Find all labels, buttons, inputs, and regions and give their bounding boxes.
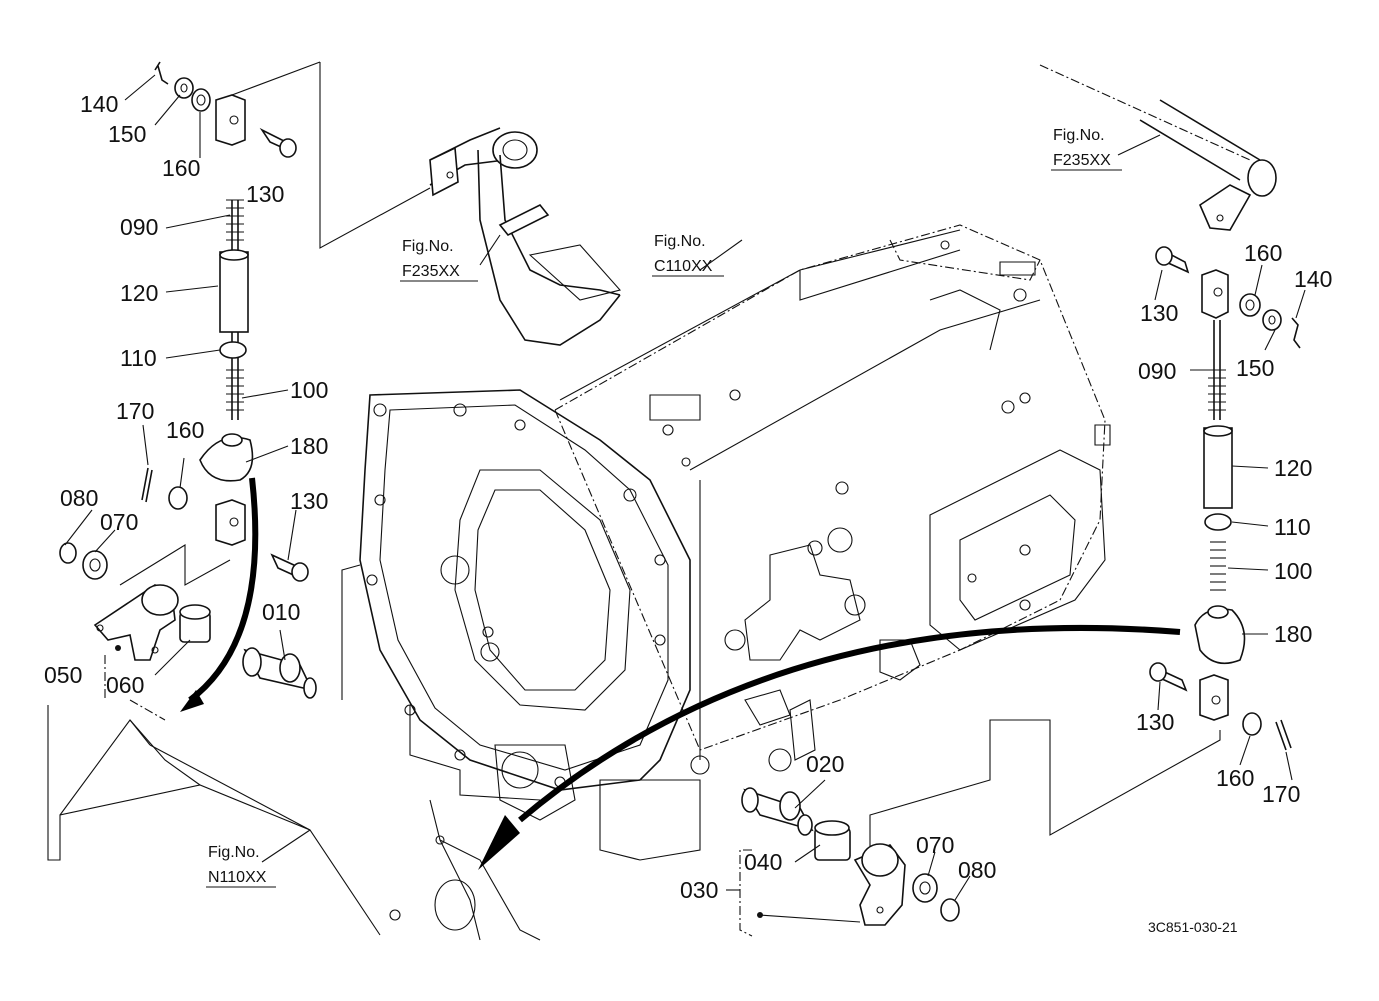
- part-label-100-right: 100: [1274, 558, 1312, 584]
- part-label-090-left: 090: [120, 214, 158, 240]
- fig-ref-housing-code: C110XX: [654, 258, 713, 275]
- fig-ref-lower: Fig.No. N110XX: [206, 844, 276, 888]
- part-label-170-left: 170: [116, 398, 154, 424]
- flange-bolt-holes: [366, 403, 666, 788]
- part-label-110-right: 110: [1274, 514, 1311, 540]
- part-label-180-right: 180: [1274, 621, 1312, 647]
- part-label-160-left-top: 160: [162, 155, 200, 181]
- left-part-labels: 140 150 160 130 090 120 110 100 170 160 …: [44, 91, 328, 698]
- drawing-code: 3C851-030-21: [1148, 919, 1238, 935]
- fig-ref-pedal-code: F235XX: [402, 263, 460, 280]
- part-label-040: 040: [744, 849, 782, 875]
- bottom-part-labels: 020 040 070 080 030: [680, 751, 996, 903]
- leader-lines: [64, 74, 1306, 937]
- right-part-labels: 160 140 130 150 090 120 110 100 180 130 …: [1136, 240, 1332, 807]
- part-label-070-left: 070: [100, 509, 138, 535]
- fig-ref-housing-label: Fig.No.: [654, 233, 706, 250]
- bottom-linkage: [115, 645, 960, 926]
- right-pedal-shaft-reference: [1039, 64, 1277, 231]
- part-label-080-bottom: 080: [958, 857, 996, 883]
- right-linkage: [869, 246, 1301, 850]
- brake-pedal-reference: [429, 127, 622, 346]
- fig-ref-right-pedal-code: F235XX: [1053, 152, 1111, 169]
- part-label-150-left: 150: [108, 121, 146, 147]
- part-label-020: 020: [806, 751, 844, 777]
- part-label-060: 060: [106, 672, 144, 698]
- fig-ref-lower-label: Fig.No.: [208, 844, 260, 861]
- fig-ref-pedal: Fig.No. F235XX: [400, 238, 478, 282]
- part-label-050: 050: [44, 662, 82, 688]
- part-label-180-left: 180: [290, 433, 328, 459]
- part-label-130-left-top: 130: [246, 181, 284, 207]
- right-rod-thread-upper: [1208, 369, 1226, 411]
- part-label-110-left: 110: [120, 345, 157, 371]
- part-label-160-right-top: 160: [1244, 240, 1282, 266]
- part-label-010: 010: [262, 599, 300, 625]
- left-linkage: [47, 61, 431, 936]
- part-label-030: 030: [680, 877, 718, 903]
- part-label-120-right: 120: [1274, 455, 1312, 481]
- part-label-070-bottom: 070: [916, 832, 954, 858]
- part-label-130-left-bottom: 130: [290, 488, 328, 514]
- part-label-170-right: 170: [1262, 781, 1300, 807]
- fig-ref-right-pedal: Fig.No. F235XX: [1051, 127, 1122, 171]
- part-label-140-right: 140: [1294, 266, 1332, 292]
- left-rod-thread-upper: [226, 199, 244, 241]
- transmission-housing: [359, 224, 1111, 861]
- fig-ref-lower-code: N110XX: [208, 869, 267, 886]
- part-label-150-right: 150: [1236, 355, 1274, 381]
- part-label-140-left: 140: [80, 91, 118, 117]
- part-label-130-right-bottom: 130: [1136, 709, 1174, 735]
- fig-ref-right-pedal-label: Fig.No.: [1053, 127, 1105, 144]
- right-rod-thread-lower: [1210, 541, 1226, 591]
- part-label-130-right-top: 130: [1140, 300, 1178, 326]
- part-label-120-left: 120: [120, 280, 158, 306]
- left-rod-thread-lower: [226, 369, 244, 411]
- part-label-160-right-bottom: 160: [1216, 765, 1254, 791]
- fig-ref-pedal-label: Fig.No.: [402, 238, 454, 255]
- part-label-080-left: 080: [60, 485, 98, 511]
- fig-ref-housing: Fig.No. C110XX: [652, 233, 724, 277]
- lower-casting-fragment: [389, 799, 541, 941]
- part-label-160-left-bottom: 160: [166, 417, 204, 443]
- part-label-100-left: 100: [290, 377, 328, 403]
- route-arrows: [180, 477, 1181, 870]
- part-label-090-right: 090: [1138, 358, 1176, 384]
